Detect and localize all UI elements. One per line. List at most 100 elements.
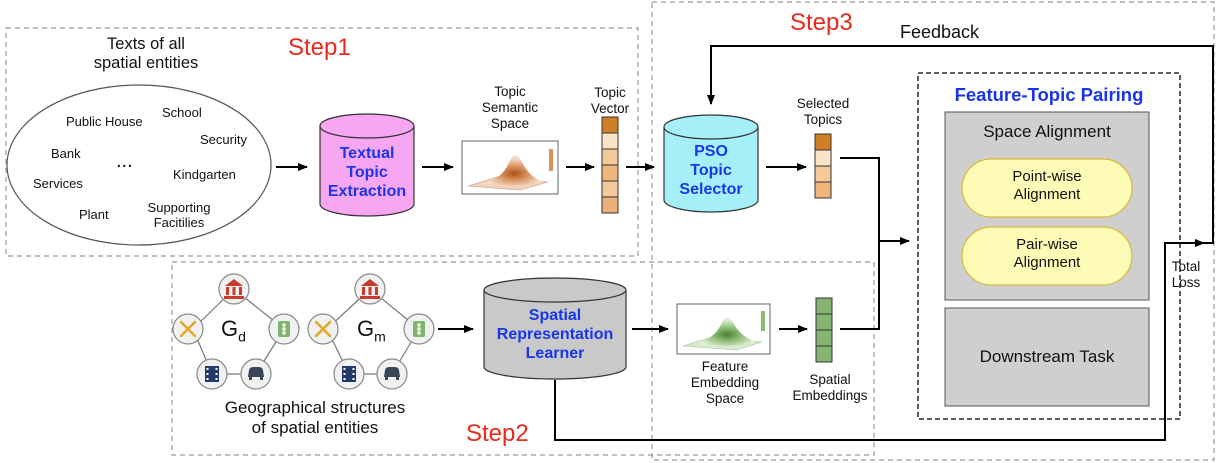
textsTitle-line: Texts of all — [107, 35, 185, 53]
node-traffic-m — [403, 313, 435, 345]
entity-kindgarten: Kindgarten — [173, 167, 236, 182]
learnerLbl-line: Spatial — [528, 307, 582, 324]
entity-security: Security — [200, 132, 247, 147]
node-utensils-d — [172, 313, 204, 345]
node-utensils-m — [307, 313, 339, 345]
spatEmbLbl-line: Embeddings — [792, 387, 868, 403]
downstream-task-box — [944, 307, 1150, 407]
totalLossLbl-line: Total — [1171, 259, 1201, 274]
node-car-m — [376, 358, 408, 390]
feedback-label: Feedback — [900, 22, 980, 42]
space-alignment-label: Space Alignment — [983, 122, 1111, 141]
structLbl-line: of spatial entities — [251, 418, 379, 438]
graph-gm-label: Gm — [357, 316, 386, 345]
entity-bank: Bank — [51, 146, 81, 161]
totalLossLbl-line: Loss — [1171, 274, 1201, 290]
step2-label: Step2 — [466, 420, 529, 447]
bank-icon — [360, 279, 380, 299]
feature-embedding-space-plot — [676, 303, 771, 355]
semSpaceLbl-line: Semantic — [481, 99, 539, 115]
step3-label: Step3 — [790, 9, 853, 36]
topic-semantic-space-plot — [461, 140, 559, 195]
entity-plant: Plant — [79, 207, 109, 222]
node-bank-m — [354, 273, 386, 305]
extractionLbl-line: Extraction — [327, 182, 407, 200]
selectorLbl-line: Selector — [679, 180, 743, 198]
learner-to-loss-loop — [554, 242, 1180, 441]
learnerLbl-line: Representation — [496, 325, 614, 343]
downstream-task-label: Downstream Task — [979, 347, 1115, 366]
textual-topic-extraction-cylinder — [319, 113, 415, 217]
spatial-embeddings-vector — [815, 297, 833, 363]
graph-gd-sub: d — [238, 328, 246, 345]
extractionLbl-line: Textual — [339, 145, 395, 162]
topicVecLbl-line: Vector — [590, 100, 630, 116]
pairWiseLbl-line: Pair-wise — [1016, 236, 1078, 253]
flow-arrows — [276, 45, 1214, 441]
step2-region — [171, 261, 875, 456]
graph-gm-sub: m — [374, 328, 386, 345]
learnerLbl-line: Learner — [525, 344, 585, 362]
semSpaceLbl-line: Space — [490, 115, 530, 131]
entSupport-line: Supporting — [147, 200, 211, 215]
car-icon — [248, 367, 264, 380]
point-wise-pill — [961, 158, 1133, 218]
spatEmbLbl-line: Spatial — [809, 372, 851, 387]
utensils-icon — [314, 320, 332, 338]
pairing-title: Feature-Topic Pairing — [954, 84, 1144, 105]
connector-spatial-embeddings — [840, 241, 880, 330]
step1-label: Step1 — [288, 34, 351, 61]
traffic-light-icon — [413, 321, 425, 337]
graph-gd-label: Gd — [221, 316, 246, 345]
traffic-light-icon — [278, 321, 290, 337]
pairWiseLbl-line: Alignment — [1013, 253, 1081, 271]
car-icon — [384, 367, 400, 380]
film-icon — [205, 366, 219, 382]
node-car-d — [240, 358, 272, 390]
graph-gd-letter: G — [221, 316, 239, 341]
extractionLbl-line: Topic — [346, 163, 388, 181]
graph-gm-letter: G — [357, 316, 375, 341]
film-icon — [342, 366, 356, 382]
textsTitle-line: spatial entities — [93, 54, 199, 73]
node-bank-d — [218, 273, 250, 305]
entSupport-line: Facitilies — [153, 215, 205, 231]
step1-region — [5, 27, 639, 257]
entities-ellipse — [6, 84, 272, 246]
pair-wise-pill — [961, 226, 1133, 286]
spatial-representation-learner-cylinder — [483, 277, 627, 380]
utensils-icon — [179, 320, 197, 338]
node-film-m — [333, 358, 365, 390]
topic-vector — [601, 116, 619, 214]
pointWiseLbl-line: Point-wise — [1012, 168, 1082, 185]
featSpaceLbl-line: Space — [705, 390, 745, 406]
featSpaceLbl-line: Embedding — [690, 374, 760, 390]
node-film-d — [196, 358, 228, 390]
